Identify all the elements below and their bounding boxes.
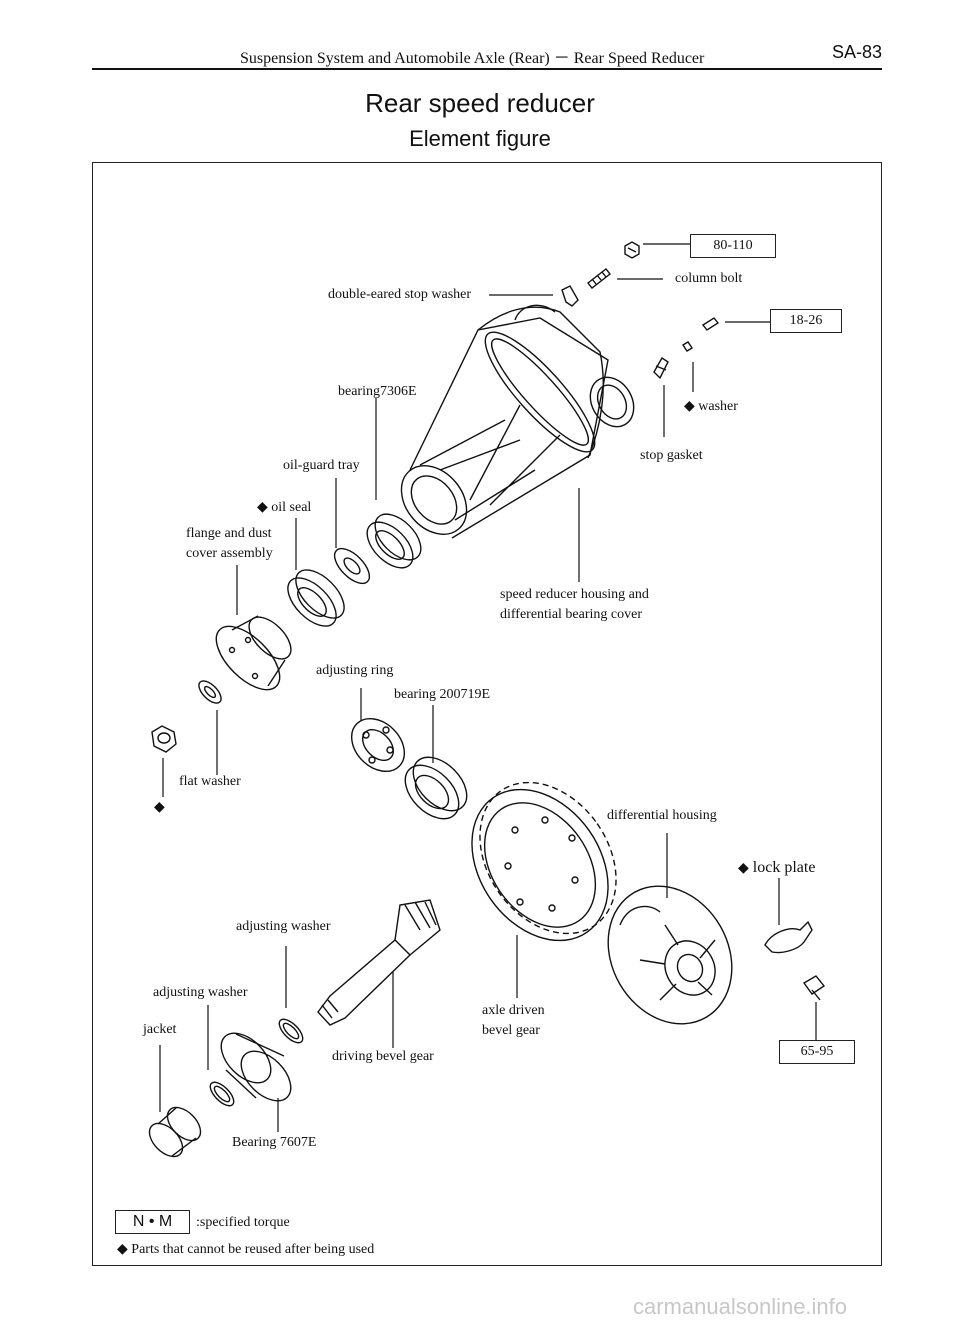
label-lock-plate: ◆ lock plate	[738, 859, 815, 878]
label-adjusting-washer-upper: adjusting washer	[236, 919, 331, 934]
bearing200719e-part	[404, 756, 468, 820]
adjusting-washer-1-part	[278, 1018, 304, 1044]
label-adjusting-washer-lower: adjusting washer	[153, 985, 248, 1000]
bearing7607e-part	[220, 1032, 292, 1102]
label-axle-driven-line2: bevel gear	[482, 1023, 540, 1038]
stop-gasket-part	[653, 357, 669, 380]
jacket-part	[148, 1106, 202, 1158]
page-number: SA-83	[832, 42, 883, 62]
bolt-65-95-part	[802, 975, 826, 1001]
label-flange-line2: cover assembly	[186, 546, 273, 561]
oil-guard-tray-part	[333, 547, 371, 585]
differential-case-part	[607, 885, 733, 1025]
label-flat-washer: flat washer	[179, 774, 241, 789]
label-driving-bevel-gear: driving bevel gear	[332, 1049, 434, 1064]
non-reusable-marker-icon: ◆	[738, 861, 749, 876]
nut-80-110-part	[624, 241, 640, 259]
torque-box-18-26: 18-26	[770, 309, 842, 333]
page-title: Rear speed reducer	[365, 88, 595, 118]
label-differential-housing: differential housing	[607, 808, 717, 823]
leader-lines	[159, 243, 817, 1132]
lock-plate-part	[764, 920, 813, 954]
torque-unit-box: N • M	[115, 1210, 190, 1234]
label-oil-guard-tray: oil-guard tray	[283, 458, 360, 473]
column-bolt-part	[587, 268, 611, 289]
driving-bevel-gear-part	[317, 899, 441, 1026]
legend-torque-text: :specified torque	[196, 1215, 290, 1230]
header-rule	[92, 68, 882, 70]
label-washer-text: washer	[698, 399, 738, 414]
small-bolt-18-26-part	[682, 317, 720, 352]
label-double-eared-stop-washer: double-eared stop washer	[328, 287, 472, 302]
label-bearing200719e: bearing 200719E	[394, 687, 491, 702]
page-subtitle: Element figure	[409, 126, 551, 151]
torque-box-80-110: 80-110	[690, 234, 776, 258]
label-oil-seal-text: oil seal	[271, 500, 312, 515]
non-reusable-marker-icon: ◆	[257, 500, 268, 515]
adjusting-washer-2-part	[209, 1081, 235, 1107]
label-column-bolt: column bolt	[675, 271, 743, 286]
flange-nut-part	[151, 725, 177, 753]
label-washer: ◆ washer	[684, 398, 738, 416]
label-stop-gasket: stop gasket	[640, 448, 703, 463]
torque-box-65-95: 65-95	[779, 1040, 855, 1064]
adjusting-ring-part	[350, 717, 406, 773]
flange-assembly-part	[215, 615, 292, 691]
label-housing-line1: speed reducer housing and	[500, 587, 649, 602]
label-oil-seal: ◆ oil seal	[257, 499, 311, 517]
label-adjusting-ring: adjusting ring	[316, 663, 394, 678]
label-bearing7306e: bearing7306E	[338, 384, 417, 399]
legend-nonreusable: ◆ Parts that cannot be reused after bein…	[117, 1241, 374, 1258]
running-header-title: Suspension System and Automobile Axle (R…	[240, 50, 705, 67]
oil-seal-part	[287, 569, 345, 627]
flat-washer-part	[198, 680, 222, 704]
label-housing-line2: differential bearing cover	[500, 607, 643, 622]
watermark: carmanualsonline.info	[633, 1294, 848, 1319]
label-bearing7607e: Bearing 7607E	[232, 1135, 317, 1150]
bearing7306e-part	[366, 513, 422, 569]
label-lock-plate-text: lock plate	[752, 859, 816, 876]
legend-nonreusable-text: Parts that cannot be reused after being …	[131, 1242, 375, 1257]
label-jacket: jacket	[143, 1022, 177, 1037]
figure-frame	[92, 162, 882, 1266]
non-reusable-marker-icon: ◆	[117, 1242, 128, 1257]
label-flange-line1: flange and dust	[186, 526, 272, 541]
double-eared-washer-part	[561, 285, 579, 307]
non-reusable-marker-icon: ◆	[684, 399, 695, 414]
non-reusable-marker-icon: ◆	[154, 800, 165, 815]
reducer-housing-part	[400, 304, 635, 539]
label-axle-driven-line1: axle driven	[482, 1003, 545, 1018]
ring-gear-part	[471, 781, 617, 942]
